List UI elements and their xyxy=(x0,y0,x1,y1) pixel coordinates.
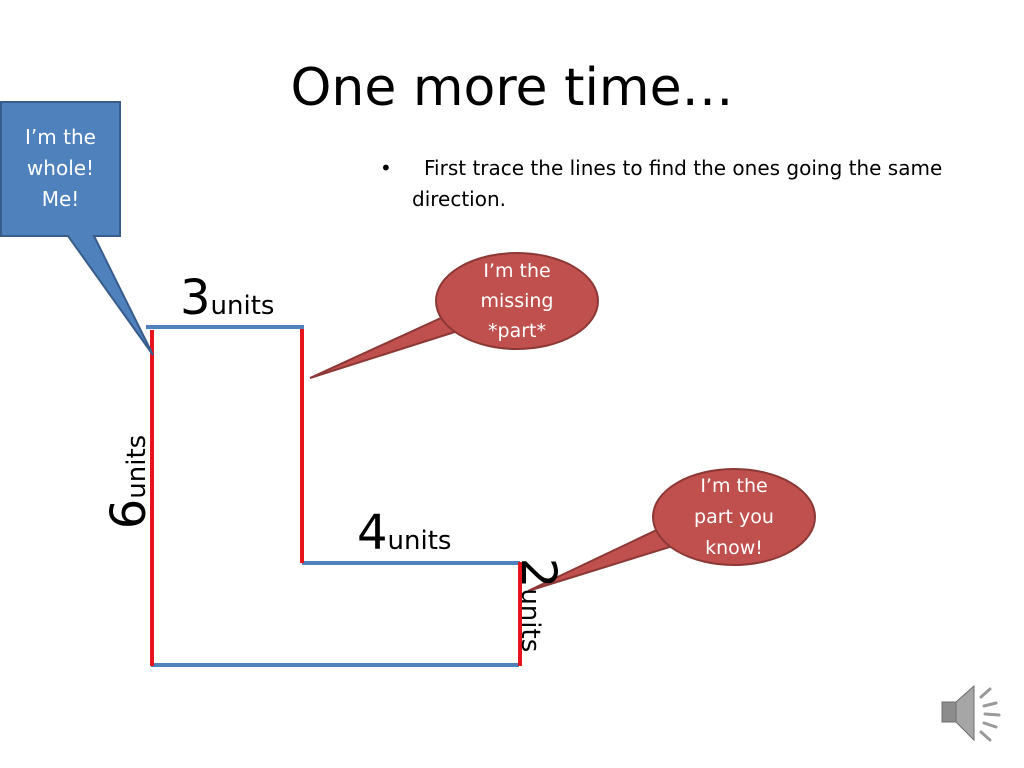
left-dimension-unit: units xyxy=(122,434,152,499)
left-dimension-value: 6 xyxy=(101,498,157,530)
left-dimension-label: 6units xyxy=(101,435,157,529)
known-callout-line3: know! xyxy=(705,537,763,559)
bullet-marker: • xyxy=(380,156,392,180)
right-dimension-label: 2units xyxy=(510,558,566,652)
missing-callout-shape xyxy=(309,252,599,379)
whole-callout-shape xyxy=(0,101,154,356)
middle-dimension-value: 4 xyxy=(357,505,388,561)
known-callout-text: I’m the part you know! xyxy=(657,471,811,564)
speaker-icon[interactable] xyxy=(941,684,1001,742)
slide-title: One more time… xyxy=(290,58,734,118)
known-callout-line2: part you xyxy=(694,506,774,528)
known-callout-line1: I’m the xyxy=(700,475,768,497)
missing-callout-text: I’m the missing *part* xyxy=(440,256,594,346)
bullet-text: First trace the lines to find the ones g… xyxy=(412,156,943,211)
top-dimension-value: 3 xyxy=(180,270,211,326)
whole-callout-text: I’m the whole! Me! xyxy=(1,122,120,215)
whole-callout-line1: I’m the xyxy=(25,125,96,149)
whole-callout-line2: whole! xyxy=(26,156,95,180)
missing-callout-line3: *part* xyxy=(488,320,546,342)
middle-dimension-unit: units xyxy=(387,526,452,556)
top-dimension-unit: units xyxy=(210,291,275,321)
missing-callout-line1: I’m the xyxy=(483,260,551,282)
known-callout-shape xyxy=(527,468,816,592)
right-dimension-value: 2 xyxy=(510,557,566,589)
whole-callout-line3: Me! xyxy=(41,187,80,211)
top-dimension-label: 3units xyxy=(180,270,274,326)
missing-callout-line2: missing xyxy=(480,290,554,312)
middle-dimension-label: 4units xyxy=(357,505,451,561)
right-dimension-unit: units xyxy=(515,588,545,653)
